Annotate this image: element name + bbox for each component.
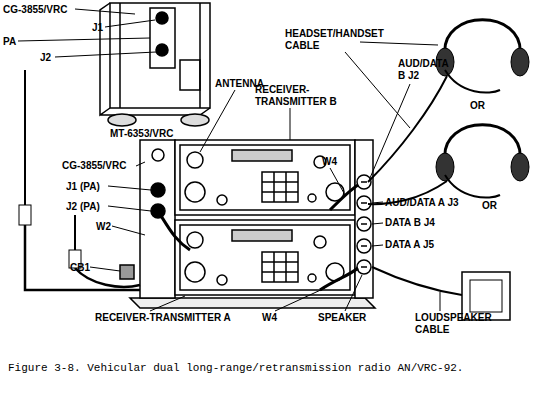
radio-panel [180, 225, 350, 290]
display [232, 230, 292, 241]
radio-rack [120, 140, 375, 308]
connector-label: PA [3, 36, 16, 48]
knob [308, 194, 316, 202]
unit-label: RECEIVER-TRANSMITTER A [95, 312, 231, 324]
shock-mount [108, 114, 136, 126]
keypad [262, 252, 298, 282]
connector-pins [361, 182, 367, 267]
antenna-whip [24, 70, 26, 205]
connector-panel [355, 140, 373, 298]
cable-label: HEADSET/HANDSET CABLE [285, 28, 395, 52]
knob [217, 195, 227, 205]
knob [314, 236, 326, 248]
connector-label: AUD/DATA B J2 [398, 58, 456, 82]
connector-label: AUD/DATA A J3 [385, 197, 459, 209]
cable-w4 [330, 185, 358, 210]
cable-label: W4 [322, 156, 337, 168]
headband [445, 125, 520, 160]
mount-latch [180, 60, 200, 90]
earcup [511, 48, 529, 76]
part-label: SPEAKER [318, 312, 366, 324]
cable-label: LOUDSPEAKER CABLE [415, 312, 499, 336]
part-label: CB1 [70, 262, 90, 274]
knob [185, 262, 205, 282]
connector-j1 [151, 183, 165, 197]
unit-label: CG-3855/VRC [62, 160, 126, 172]
connector-label: DATA B J4 [385, 217, 435, 229]
headset-cable [368, 76, 447, 182]
cable-label: W4 [262, 312, 277, 324]
receiver-transmitter [175, 140, 355, 215]
radio-panel [180, 145, 350, 210]
figure-caption: Figure 3-8. Vehicular dual long-range/re… [8, 362, 542, 375]
cable-label: W2 [96, 221, 111, 233]
cable-w2 [158, 211, 190, 250]
keypad-grid [262, 172, 298, 202]
cables [25, 76, 462, 295]
headset [436, 125, 529, 198]
cable-w4 [320, 268, 358, 290]
earcup [511, 153, 529, 181]
unit-label: MT-6353/VRC [110, 128, 173, 140]
leader-lines [18, 9, 440, 311]
connector-label: DATA A J5 [385, 239, 434, 251]
connector-label: J2 (PA) [66, 201, 100, 213]
note-label: OR [470, 100, 485, 112]
antenna-whip [74, 215, 76, 250]
amplifier-panel [150, 8, 175, 68]
antenna-base [19, 205, 31, 225]
keypad [262, 172, 298, 202]
keypad-grid [262, 252, 298, 282]
speaker-grille [470, 280, 502, 312]
connector-j2 [156, 44, 168, 56]
note-label: OR [482, 200, 497, 212]
microphone-boom [445, 175, 500, 198]
knob [187, 232, 203, 248]
antenna-cable [25, 225, 140, 290]
mount-frame [110, 3, 210, 108]
antenna-connector [152, 149, 164, 161]
power-amplifier [140, 140, 175, 298]
mounting-base [100, 3, 210, 126]
knob [187, 152, 203, 168]
headset [436, 20, 529, 93]
connector-label: J1 [92, 22, 103, 34]
shock-mount [181, 114, 209, 126]
microphone-boom [445, 70, 500, 93]
circuit-breaker [120, 265, 134, 279]
unit-label: RECEIVER-TRANSMITTER B [255, 84, 347, 108]
rack-base [130, 298, 375, 308]
connector-j1 [156, 12, 168, 24]
loudspeaker-cable [372, 267, 462, 295]
connector-label: J2 [40, 52, 51, 64]
unit-label: CG-3855/VRC [3, 4, 67, 16]
radio-case [175, 140, 355, 215]
knob [217, 275, 227, 285]
display [232, 150, 292, 161]
mount-rails [100, 3, 210, 115]
headband [445, 20, 520, 55]
knob [185, 182, 205, 202]
connector-label: J1 (PA) [66, 181, 100, 193]
knob [308, 274, 316, 282]
